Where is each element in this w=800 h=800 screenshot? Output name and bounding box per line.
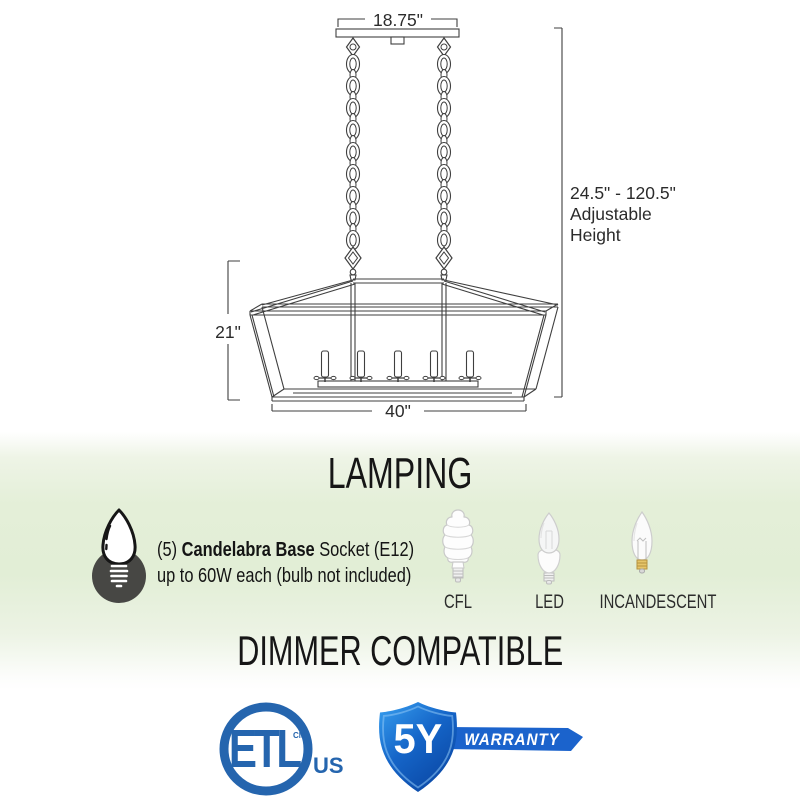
chandelier-dimension-diagram: 18.75" 21" 40" 24.5" - 120.5" Adjustable…	[215, 10, 676, 421]
socket-type-suffix: Socket (E12)	[314, 538, 415, 561]
dimmer-compatible-text: DIMMER COMPATIBLE	[237, 627, 563, 674]
canopy-width-label: 18.75"	[373, 10, 423, 30]
adjustable-height-word2: Height	[570, 225, 621, 245]
warranty-shield-icon: WARRANTY 5Y	[379, 702, 583, 792]
etl-cm-mark: CM	[293, 731, 306, 740]
left-dimension-line	[227, 260, 240, 401]
right-dimension-line	[554, 27, 563, 398]
etl-us-mark: US	[313, 753, 344, 778]
fixture-width-label: 40"	[385, 401, 411, 421]
warranty-banner-text: WARRANTY	[464, 730, 560, 749]
fixture-height-label: 21"	[215, 322, 241, 342]
socket-spec-text: (5) Candelabra Base Socket (E12) up to 6…	[157, 537, 800, 589]
etl-certification-logo: ETL CM US	[219, 702, 344, 796]
lamping-heading: LAMPING	[0, 449, 800, 499]
lamping-heading-text: LAMPING	[327, 449, 473, 498]
warranty-years-text: 5Y	[393, 715, 442, 762]
socket-count: (5)	[157, 538, 182, 561]
etl-letters: ETL	[229, 719, 302, 779]
led-label: LED	[534, 592, 564, 613]
warranty-banner	[446, 727, 583, 751]
dimmer-compatible-heading: DIMMER COMPATIBLE	[0, 627, 800, 675]
bottom-dimension-line	[271, 404, 527, 412]
left-chain	[345, 53, 361, 251]
adjustable-height-range-label: 24.5" - 120.5"	[570, 183, 676, 203]
candle-sockets	[313, 350, 482, 383]
adjustable-height-word1: Adjustable	[570, 204, 652, 224]
incandescent-bulb-icon	[631, 511, 653, 574]
cfl-bulb-icon	[442, 509, 474, 583]
candelabra-bulb-icon	[92, 508, 146, 603]
canopy-bar	[335, 28, 460, 38]
cfl-label: CFL	[443, 592, 473, 613]
led-bulb-icon	[537, 512, 561, 585]
canopy-tab	[390, 36, 405, 45]
top-dimension-line	[337, 18, 458, 27]
incandescent-label: INCANDESCENT	[599, 592, 717, 613]
socket-spec-line1: (5) Candelabra Base Socket (E12)	[157, 537, 414, 563]
socket-base-type: Candelabra Base	[181, 538, 315, 561]
fixture-line-art	[227, 18, 563, 412]
socket-spec-line2: up to 60W each (bulb not included)	[157, 564, 412, 587]
right-chain	[436, 53, 452, 251]
